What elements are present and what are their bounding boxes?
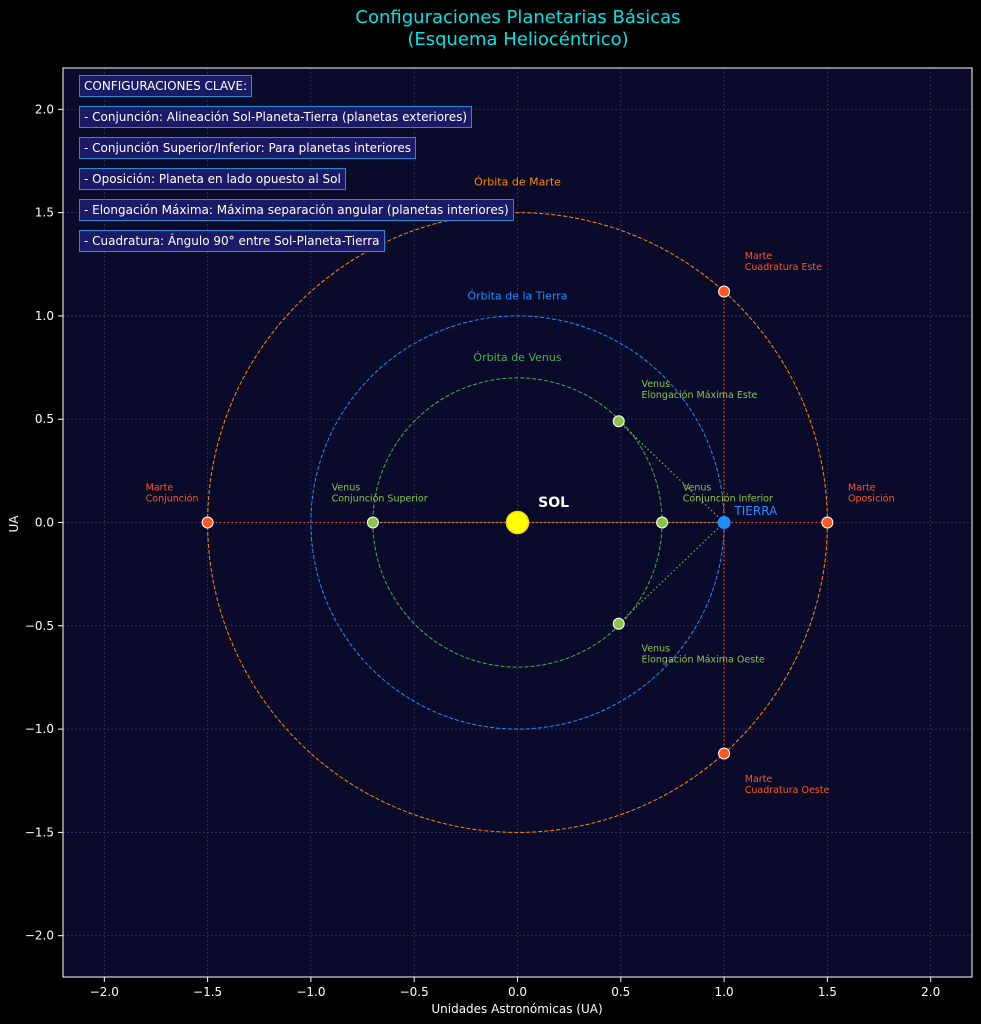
venus-max-elongation-west-label-planet: Venus <box>641 644 670 655</box>
venus-orbit-label: Órbita de Venus <box>473 351 561 364</box>
y-tick-label: 1.5 <box>35 206 54 220</box>
y-axis-label: UA <box>7 515 21 533</box>
mars-orbit-label: Órbita de Marte <box>474 176 561 189</box>
mars-conjunction-label-planet: Marte <box>146 483 174 494</box>
x-tick-label: 1.5 <box>818 985 837 999</box>
chart-title-line1: Configuraciones Planetarias Básicas <box>355 7 680 28</box>
y-tick-label: 0.0 <box>35 516 54 530</box>
mars-opposition-label-config: Oposición <box>848 494 895 505</box>
mars-opposition-label-planet: Marte <box>848 483 876 494</box>
axis-ticks: −2.0 −1.5 −1.0 −0.5 0.0 0.5 1.0 1.5 2.0 −2.0 −1.5 −… <box>25 102 940 999</box>
y-tick-label: 2.0 <box>35 102 54 116</box>
chart-title-line2: (Esquema Heliocéntrico) <box>407 29 628 50</box>
point-labels: Órbita de Venus Órbita de la Tierra Órbita… <box>146 176 895 796</box>
venus-inferior-conjunction-label-planet: Venus <box>683 483 712 494</box>
sun-marker <box>505 510 530 535</box>
venus-inferior-conjunction-marker <box>656 516 669 529</box>
x-tick-label: 0.0 <box>508 985 527 999</box>
venus-superior-conjunction-label-planet: Venus <box>332 483 361 494</box>
info-box-title: CONFIGURACIONES CLAVE: <box>79 75 253 97</box>
configuration-line <box>618 522 725 625</box>
plot-frame <box>62 67 973 978</box>
earth-label: TIERRA <box>733 504 778 518</box>
x-axis-label: Unidades Astronómicas (UA) <box>431 1002 602 1016</box>
x-tick-label: −2.0 <box>90 985 119 999</box>
y-tick-label: −2.0 <box>25 929 54 943</box>
y-tick-label: −1.5 <box>25 825 54 839</box>
mars-quadrature-west-label-planet: Marte <box>745 774 773 785</box>
y-tick-label: 0.5 <box>35 412 54 426</box>
venus-superior-conjunction-label-config: Conjunción Superior <box>332 494 428 505</box>
x-tick-label: −1.0 <box>296 985 325 999</box>
venus-superior-conjunction-marker <box>366 516 379 529</box>
venus-inferior-conjunction-label-config: Conjunción Inferior <box>683 494 773 505</box>
venus-max-elongation-west-label-config: Elongación Máxima Oeste <box>641 655 764 666</box>
info-box-quadrature: - Cuadratura: Ángulo 90° entre Sol-Plane… <box>79 230 385 252</box>
info-box-conjunction: - Conjunción: Alineación Sol-Planeta-Tie… <box>79 106 473 128</box>
earth-orbit-label: Órbita de la Tierra <box>467 289 567 302</box>
planet-points <box>201 285 834 760</box>
grid <box>63 68 972 977</box>
x-tick-label: 2.0 <box>921 985 940 999</box>
mars-conjunction-marker <box>201 516 214 529</box>
x-tick-label: 0.5 <box>611 985 630 999</box>
mars-quadrature-west-marker <box>718 747 731 760</box>
earth-marker <box>717 516 731 529</box>
venus-max-elongation-west-marker <box>612 617 625 630</box>
x-tick-label: −0.5 <box>400 985 429 999</box>
mars-opposition-marker <box>821 516 834 529</box>
mars-conjunction-label-config: Conjunción <box>146 494 199 505</box>
mars-quadrature-east-label-planet: Marte <box>745 251 773 262</box>
y-tick-label: −0.5 <box>25 619 54 633</box>
sun-label: SOL <box>538 495 569 511</box>
configuration-line <box>618 420 725 523</box>
venus-max-elongation-east-marker <box>612 415 625 428</box>
venus-max-elongation-east-label-config: Elongación Máxima Este <box>641 390 757 401</box>
info-box-elongation: - Elongación Máxima: Máxima separación a… <box>79 199 514 221</box>
mars-quadrature-east-marker <box>718 285 731 298</box>
mars-quadrature-west-label-config: Cuadratura Oeste <box>745 785 830 796</box>
x-tick-label: 1.0 <box>715 985 734 999</box>
info-box-superior-inferior: - Conjunción Superior/Inferior: Para pla… <box>79 137 416 159</box>
mars-quadrature-east-label-config: Cuadratura Este <box>745 262 822 273</box>
x-tick-label: −1.5 <box>193 985 222 999</box>
info-box-opposition: - Oposición: Planeta en lado opuesto al … <box>79 168 346 190</box>
venus-max-elongation-east-label-planet: Venus <box>641 379 670 390</box>
y-tick-label: 1.0 <box>35 309 54 323</box>
y-tick-label: −1.0 <box>25 722 54 736</box>
